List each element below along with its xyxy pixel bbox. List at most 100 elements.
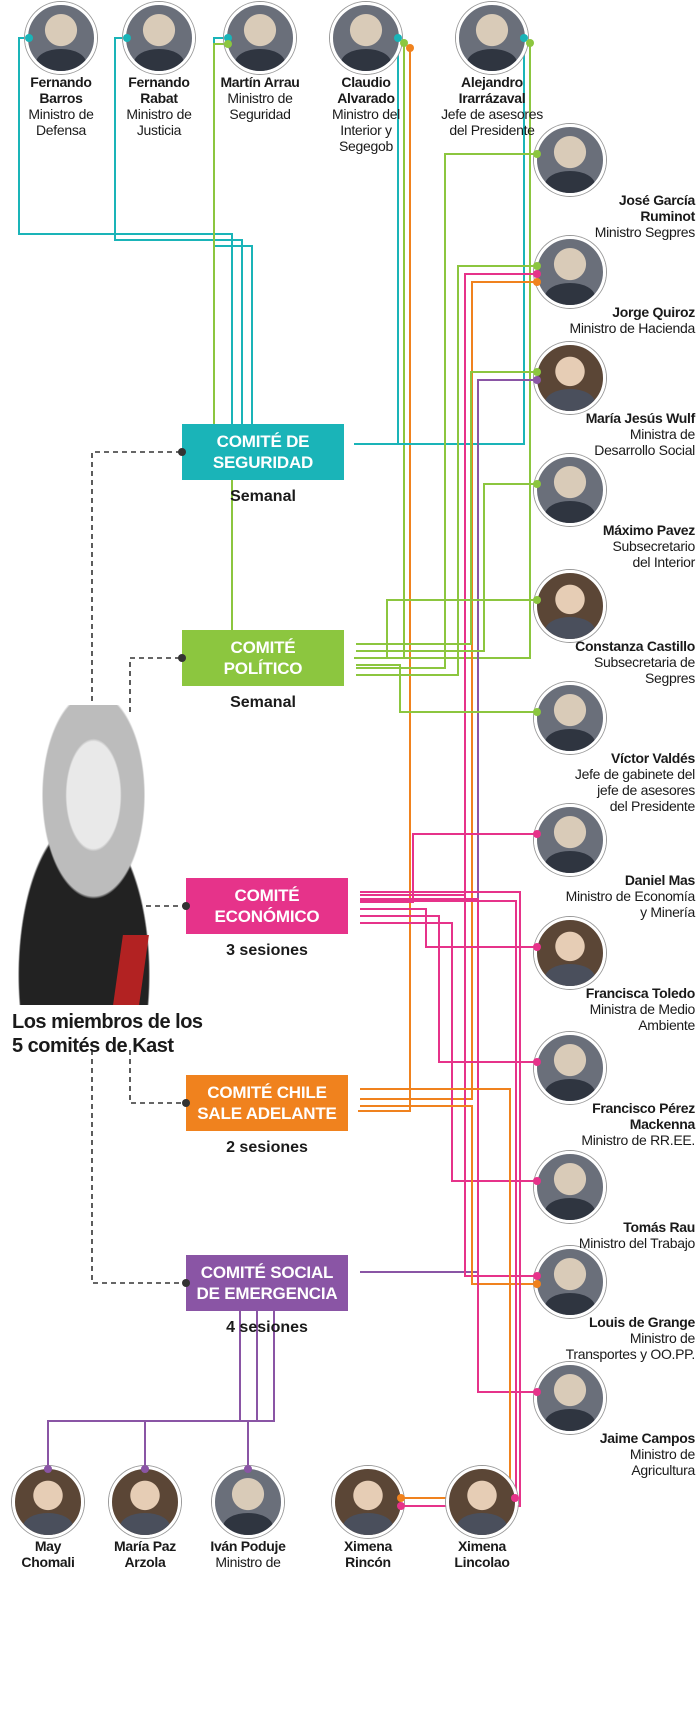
connector-dot	[397, 1502, 405, 1510]
dashed-link-politico	[129, 657, 182, 712]
connector-dot	[533, 1280, 541, 1288]
member-name: Mackenna	[629, 1116, 696, 1132]
member-name: Fernando	[128, 74, 190, 90]
connector-line-politico	[356, 664, 537, 713]
member-role: y Minería	[640, 904, 695, 920]
connector-line-politico	[356, 371, 537, 645]
connector-line-social	[144, 1311, 258, 1469]
member-name: Máximo Pavez	[602, 522, 695, 538]
connector-dot	[533, 1388, 541, 1396]
committee-title-line-2: SEGURIDAD	[212, 453, 314, 472]
member-name: Ximena	[457, 1538, 506, 1554]
member-role: Ministro de RR.EE.	[581, 1132, 695, 1148]
member-role: Segpres	[644, 670, 695, 686]
member-name: Iván Poduje	[210, 1538, 286, 1554]
dashed-link-chile	[129, 1050, 186, 1104]
connector-line-economico	[360, 915, 537, 1063]
member-role: Ministro de	[215, 1554, 281, 1570]
connector-line-chile	[358, 48, 411, 1112]
committee-frequency-politico: Semanal	[230, 694, 296, 711]
portrait-photo-icon	[212, 1466, 284, 1538]
connector-dot	[244, 1465, 252, 1473]
portrait-photo-icon	[330, 2, 402, 74]
connector-dot	[533, 943, 541, 951]
portrait-photo-icon	[12, 1466, 84, 1538]
member-name: Alejandro	[461, 74, 523, 90]
dashed-link-seguridad	[91, 451, 182, 710]
portrait-photo-icon	[534, 570, 606, 642]
member-role: del Interior	[632, 554, 695, 570]
committee-title-line-2: POLÍTICO	[223, 659, 303, 678]
connector-line-politico	[354, 43, 531, 659]
member-name: Tomás Rau	[623, 1219, 695, 1235]
portrait-photo-icon	[534, 454, 606, 526]
connector-dot	[178, 448, 186, 456]
connector-dot	[397, 1494, 405, 1502]
connector-dot	[533, 1058, 541, 1066]
portrait-photo-icon	[534, 124, 606, 196]
headline-line-1: Los miembros de los	[12, 1011, 203, 1033]
member-role: Jefe de gabinete del	[574, 766, 695, 782]
member-role: Jefe de asesores	[441, 106, 543, 122]
member-name: Alvarado	[337, 90, 395, 106]
connector-line-social	[360, 379, 537, 1273]
dashed-link-social	[91, 1050, 186, 1284]
member-role: Ministro Segpres	[594, 224, 696, 240]
member-role: Segegob	[339, 138, 393, 154]
connector-dot	[533, 150, 541, 158]
connector-line-economico	[360, 922, 537, 1182]
member-name: Constanza Castillo	[575, 638, 695, 654]
member-role: Ministro del Trabajo	[578, 1235, 695, 1251]
member-role: Ministro de	[629, 1446, 695, 1462]
connector-dot	[533, 376, 541, 384]
connector-dot	[526, 39, 534, 47]
member-role: Justicia	[136, 122, 182, 138]
connector-line-economico	[360, 908, 537, 948]
member-role: jefe de asesores	[597, 782, 695, 798]
connector-dot	[400, 39, 408, 47]
portrait-photo-icon	[332, 1466, 404, 1538]
member-role: Subsecretario	[612, 538, 696, 554]
member-role: Ministra de	[629, 426, 695, 442]
member-name: Claudio	[341, 74, 391, 90]
member-name: Louis de Grange	[589, 1314, 695, 1330]
connector-dot	[25, 34, 33, 42]
connector-line-seguridad	[114, 37, 243, 424]
connector-dot	[533, 596, 541, 604]
committee-title-line-2: DE EMERGENCIA	[196, 1284, 338, 1303]
connector-dot	[406, 44, 414, 52]
member-name: Ruminot	[640, 208, 695, 224]
member-name: Rabat	[140, 90, 178, 106]
connector-dot	[520, 34, 528, 42]
member-role: Ministro de Economía	[565, 888, 696, 904]
member-name: Ximena	[344, 1538, 392, 1554]
connector-line-social	[247, 1311, 275, 1469]
connector-dot	[533, 1177, 541, 1185]
member-name: Víctor Valdés	[610, 750, 695, 766]
connector-dot	[224, 34, 232, 42]
committee-title-line-1: COMITÉ CHILE	[207, 1083, 327, 1102]
member-name: José García	[618, 192, 695, 208]
portrait-photo-icon	[534, 682, 606, 754]
member-name: Fernando	[30, 74, 92, 90]
member-role: Ministro del	[332, 106, 400, 122]
connector-dot	[533, 368, 541, 376]
connector-dot	[533, 1272, 541, 1280]
portrait-photo-icon	[534, 1151, 606, 1223]
committee-title-line-1: COMITÉ	[234, 886, 300, 905]
member-name: Barros	[39, 90, 83, 106]
connector-line-seguridad	[354, 38, 525, 445]
connector-dot	[533, 480, 541, 488]
